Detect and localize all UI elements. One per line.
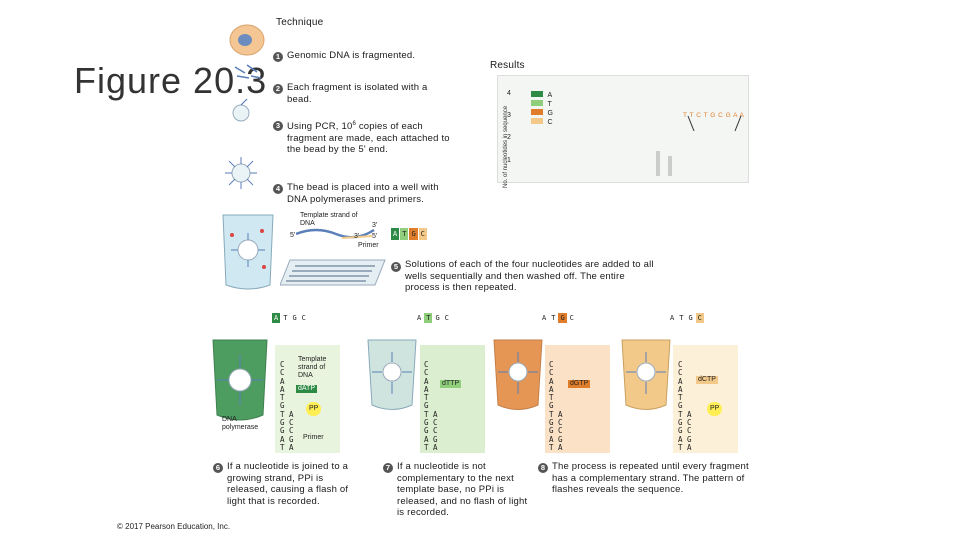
legend-label-g: G [547, 110, 553, 117]
tube-a: A [391, 228, 400, 240]
panel8a-tube-c: C [569, 314, 574, 322]
five-prime-left: 5' [290, 232, 296, 239]
step-1-text: Genomic DNA is fragmented. [287, 50, 416, 61]
nucleotide-tubes-panel8a: A T G C [540, 313, 576, 323]
tube-g: G [409, 228, 418, 240]
figure-title: Figure 20.3 [74, 60, 268, 101]
legend-swatch-a [531, 91, 543, 97]
panel-6-pp: PP [306, 402, 322, 416]
step-5-number: 5 [391, 262, 401, 272]
panel-8b-pp: PP [707, 402, 723, 416]
step-1-number: 1 [273, 52, 283, 62]
panel7-tube-g: G [435, 314, 440, 322]
panel-8a-well [493, 339, 543, 410]
panel7-tube-c: C [444, 314, 449, 322]
step-8-number: 8 [538, 463, 548, 473]
panel-7-strand: C C A A T G T A G C G C A G T A [424, 360, 438, 452]
ytick-3: 3 [507, 112, 511, 119]
legend-label-t: T [547, 101, 552, 108]
ytick-2: 2 [507, 134, 511, 141]
panel-8a-dgtp: dGTP [568, 380, 591, 388]
step-4-text: The bead is placed into a well with DNA … [287, 182, 439, 205]
step-6-text: If a nucleotide is joined to a growing s… [227, 461, 349, 507]
template-strand-label: Template strand of DNA [300, 212, 358, 227]
panel-7-well [367, 339, 417, 410]
panel-8b-well [621, 339, 671, 410]
panel-6-strand: C C A A T G T A G C G C A G T A [280, 360, 294, 452]
ytick-4: 4 [507, 90, 511, 97]
panel-6-template-label: Template strand of DNA [298, 356, 327, 379]
tube-t: T [400, 228, 409, 240]
nucleotide-tubes-panel8b: A T G C [668, 313, 704, 323]
panel7-tube-t: T [424, 313, 433, 323]
panel6-tube-a: A [272, 313, 281, 323]
three-prime-primer: 3' [354, 233, 360, 240]
panel8a-tube-a: A [542, 314, 547, 322]
panel-6-datp: dATP [296, 385, 317, 393]
panel-6-highlight [275, 345, 340, 453]
panel-6-primer: Primer [303, 434, 324, 441]
legend-label-c: C [547, 119, 553, 126]
results-chart: No. of nucleotides in sequence 4 3 2 1 A… [497, 75, 749, 188]
step-2-text: Each fragment is isolated with a bead. [287, 82, 428, 105]
tube-c: C [418, 228, 427, 240]
panel-8a-highlight [545, 345, 610, 453]
panel-8a-strand: C C A A T G T A G C G C A G T A [549, 360, 563, 452]
legend-swatch-g [531, 109, 543, 115]
legend-swatch-c [531, 118, 543, 124]
primer-label: Primer [358, 242, 379, 249]
panel8a-tube-g: G [558, 313, 567, 323]
sequence-annotation: T T C T G C G A A [683, 112, 745, 119]
technique-label: Technique [276, 17, 324, 28]
panel8b-tube-g: G [688, 314, 693, 322]
step-3-number: 3 [273, 121, 283, 131]
nucleotide-tubes-top: A T G C [391, 228, 427, 240]
panel8b-tube-t: T [679, 314, 684, 322]
step-7-text: If a nucleotide is not complementary to … [397, 461, 528, 518]
panel-6-dna-polymerase: DNA polymerase [222, 416, 259, 431]
panel-7-highlight [420, 345, 485, 453]
step-4-number: 4 [273, 184, 283, 194]
panel-8b-strand: C C A A T G T A G C G C A G T A [678, 360, 692, 452]
results-label: Results [490, 60, 525, 71]
chart-legend: A T G C [531, 84, 553, 126]
panel7-tube-a: A [417, 314, 422, 322]
step-6-number: 6 [213, 463, 223, 473]
three-prime-top: 3' [372, 222, 378, 229]
ytick-1: 1 [507, 157, 511, 164]
panel6-tube-g: G [292, 314, 297, 322]
panel8b-tube-a: A [670, 314, 675, 322]
panel6-tube-t: T [283, 314, 288, 322]
nucleotide-tubes-panel6: A T G C [272, 313, 308, 323]
step-8-text: The process is repeated until every frag… [552, 461, 749, 495]
copyright: © 2017 Pearson Education, Inc. [117, 522, 231, 531]
panel-7-dttp: dTTP [440, 380, 462, 388]
step-7-number: 7 [383, 463, 393, 473]
panel8b-tube-c: C [695, 313, 704, 323]
panel-6-well [212, 339, 268, 421]
panel-8b-dctp: dCTP [696, 376, 718, 384]
technique-illustrations [225, 24, 265, 189]
nucleotide-tubes-panel7: A T G C [415, 313, 451, 323]
step-5-text: Solutions of each of the four nucleotide… [405, 259, 654, 293]
five-prime-primer: 5' [372, 233, 378, 240]
legend-swatch-t [531, 100, 543, 106]
well-illustration [222, 214, 274, 290]
panel8a-tube-t: T [551, 314, 556, 322]
well-plate [280, 259, 386, 286]
template-strand-drawing [296, 228, 375, 239]
step-3-text: Using PCR, 106 copies of each fragment a… [287, 121, 450, 156]
panel6-tube-c: C [301, 314, 306, 322]
chart-bars [656, 115, 742, 176]
panel-8b-highlight [673, 345, 738, 453]
step-2-number: 2 [273, 84, 283, 94]
legend-label-a: A [547, 92, 553, 99]
